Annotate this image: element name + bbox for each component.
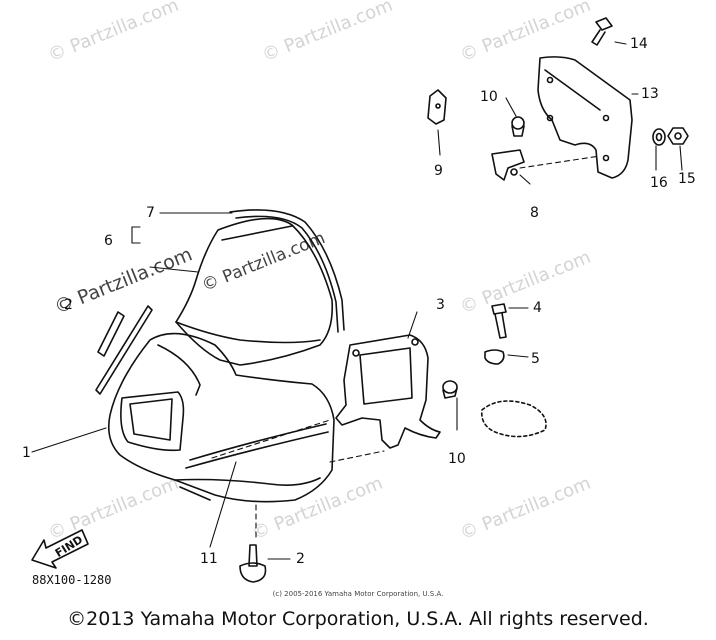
screw bbox=[239, 544, 267, 583]
small-copyright: (c) 2005-2016 Yamaha Motor Corporation, … bbox=[272, 590, 444, 598]
windshield bbox=[175, 209, 345, 366]
bolt-and-nut bbox=[480, 303, 547, 438]
callout-14: 14 bbox=[630, 36, 648, 52]
bracket-stay bbox=[335, 334, 441, 449]
callout-2: 2 bbox=[296, 551, 305, 567]
find-arrow bbox=[31, 529, 89, 569]
leader-lines bbox=[31, 41, 683, 560]
callout-15: 15 bbox=[678, 171, 696, 187]
side-trim bbox=[95, 305, 153, 395]
callout-10: 10 bbox=[448, 451, 466, 467]
mount-bracket bbox=[537, 56, 633, 179]
small-bracket bbox=[427, 89, 447, 125]
callout-7: 7 bbox=[146, 205, 155, 221]
grommet bbox=[442, 380, 458, 399]
callout-6: 6 bbox=[104, 233, 113, 249]
copyright-notice: ©2013 Yamaha Motor Corporation, U.S.A. A… bbox=[67, 608, 649, 630]
callout-10: 10 bbox=[480, 89, 498, 105]
callout-4: 4 bbox=[533, 300, 542, 316]
callout-1: 1 bbox=[22, 445, 31, 461]
part-code: 88X100-1280 bbox=[32, 573, 112, 587]
collar-and-nut bbox=[652, 127, 689, 146]
callout-11: 11 bbox=[200, 551, 218, 567]
callout-16: 16 bbox=[650, 175, 668, 191]
callout-2: 2 bbox=[64, 297, 73, 313]
front-cowling bbox=[107, 332, 335, 503]
callout-8: 8 bbox=[530, 205, 539, 221]
bolt bbox=[591, 17, 613, 46]
callout-3: 3 bbox=[436, 297, 445, 313]
clip-bracket bbox=[491, 149, 525, 181]
grommet-upper bbox=[511, 116, 525, 137]
callout-5: 5 bbox=[531, 351, 540, 367]
callout-9: 9 bbox=[434, 163, 443, 179]
callout-13: 13 bbox=[641, 86, 659, 102]
